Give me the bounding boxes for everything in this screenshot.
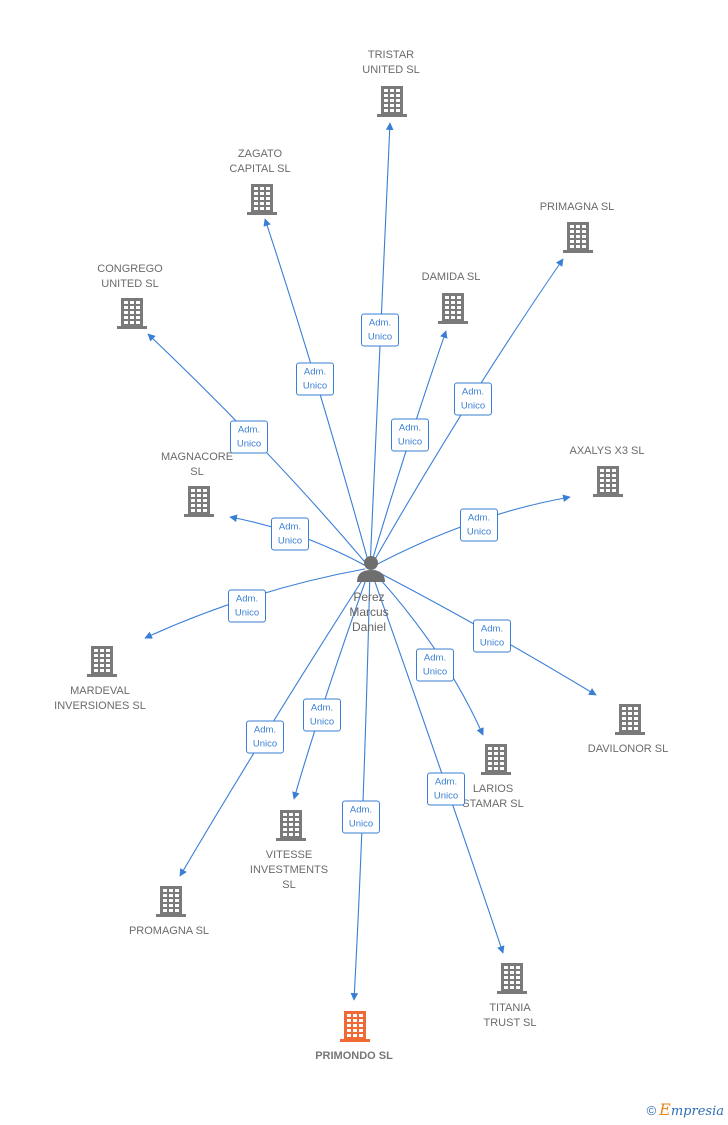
company-label-tristar[interactable]: TRISTAR UNITED SL <box>362 49 420 76</box>
building-icon-tristar[interactable] <box>377 86 407 117</box>
company-label-zagato[interactable]: ZAGATO CAPITAL SL <box>229 148 291 175</box>
company-label-vitesse[interactable]: VITESSE INVESTMENTS SL <box>249 849 329 891</box>
company-label-damida[interactable]: DAMIDA SL <box>421 271 481 283</box>
building-icon-primagna[interactable] <box>563 222 593 253</box>
edge-label-tristar: Adm. Unico <box>361 313 399 347</box>
edge-label-damida: Adm. Unico <box>391 418 429 452</box>
edge-label-davilonor: Adm. Unico <box>473 619 511 653</box>
edge-label-titania: Adm. Unico <box>427 772 465 806</box>
company-label-titania[interactable]: TITANIA TRUST SL <box>483 1002 537 1029</box>
person-icon[interactable] <box>357 556 385 582</box>
edge-label-magnacore: Adm. Unico <box>271 517 309 551</box>
company-label-axalys[interactable]: AXALYS X3 SL <box>569 445 645 457</box>
building-icon-titania[interactable] <box>497 963 527 994</box>
building-icon-promagna[interactable] <box>156 886 186 917</box>
edge-label-primondo: Adm. Unico <box>342 800 380 834</box>
building-icon-damida[interactable] <box>438 293 468 324</box>
edge-label-mardeval: Adm. Unico <box>228 589 266 623</box>
company-label-primondo[interactable]: PRIMONDO SL <box>315 1050 393 1062</box>
brand-logo: ©Empresia <box>647 1100 724 1119</box>
building-icon-larios[interactable] <box>481 744 511 775</box>
person-name[interactable]: Perez Marcus Daniel <box>349 590 389 634</box>
edge-label-axalys: Adm. Unico <box>460 508 498 542</box>
building-icon-mardeval[interactable] <box>87 646 117 677</box>
company-label-promagna[interactable]: PROMAGNA SL <box>128 925 210 937</box>
edge-label-congrego: Adm. Unico <box>230 420 268 454</box>
company-label-mardeval[interactable]: MARDEVAL INVERSIONES SL <box>54 685 146 712</box>
copyright-symbol: © <box>646 1103 657 1118</box>
building-icon-magnacore[interactable] <box>184 486 214 517</box>
brand-letter: E <box>659 1100 671 1119</box>
edge-label-zagato: Adm. Unico <box>296 362 334 396</box>
edge-label-promagna: Adm. Unico <box>246 720 284 754</box>
company-label-magnacore[interactable]: MAGNACORE SL <box>160 451 234 478</box>
edge-titania <box>372 576 505 954</box>
edge-label-larios: Adm. Unico <box>416 648 454 682</box>
company-label-davilonor[interactable]: DAVILONOR SL <box>587 743 669 755</box>
brand-name: mpresia <box>670 1104 724 1119</box>
edge-primondo <box>350 577 371 1001</box>
edge-label-vitesse: Adm. Unico <box>303 698 341 732</box>
building-icon-vitesse[interactable] <box>276 810 306 841</box>
company-label-larios[interactable]: LARIOS STAMAR SL <box>462 783 524 810</box>
building-icon-davilonor[interactable] <box>615 704 645 735</box>
building-icon-zagato[interactable] <box>247 184 277 215</box>
company-label-congrego[interactable]: CONGREGO UNITED SL <box>97 263 163 290</box>
building-icon-congrego[interactable] <box>117 298 147 329</box>
building-icon-primondo[interactable] <box>340 1011 370 1042</box>
edge-label-primagna: Adm. Unico <box>454 382 492 416</box>
building-icon-axalys[interactable] <box>593 466 623 497</box>
company-label-primagna[interactable]: PRIMAGNA SL <box>539 201 615 213</box>
